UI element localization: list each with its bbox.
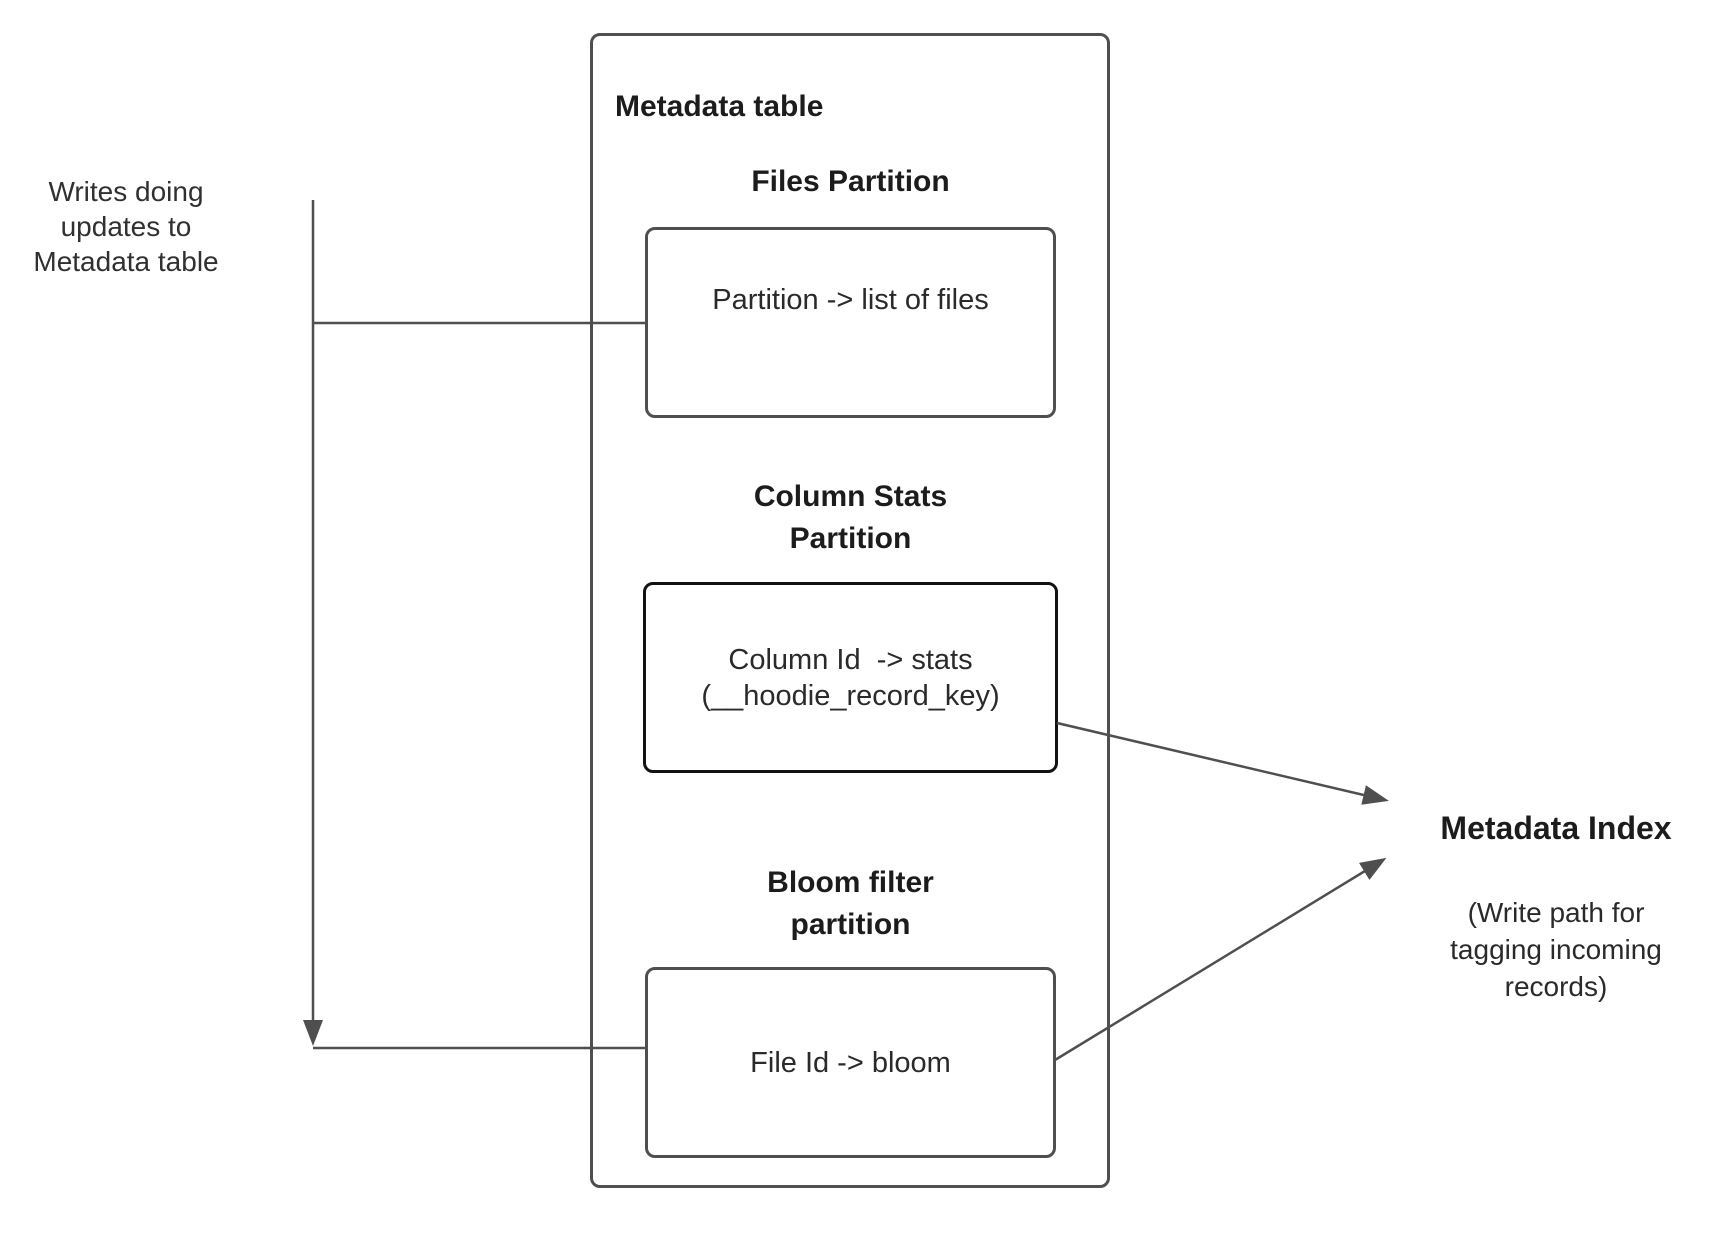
files-partition-box: Partition -> list of files (645, 227, 1056, 418)
metadata-index-title: Metadata Index (1440, 810, 1672, 846)
column-stats-box-text: Column Id -> stats (__hoodie_record_key) (701, 643, 1000, 712)
files-partition-box-text: Partition -> list of files (712, 284, 989, 316)
bloom-filter-box: File Id -> bloom (645, 967, 1056, 1158)
metadata-table-title: Metadata table (615, 90, 824, 123)
metadata-index-subtitle: (Write path for tagging incoming records… (1450, 897, 1662, 1002)
bloom-filter-box-text: File Id -> bloom (750, 1046, 951, 1079)
column-stats-partition-heading: Column Stats Partition (753, 480, 948, 555)
column-stats-box: Column Id -> stats (__hoodie_record_key) (643, 582, 1058, 773)
metadata-table-box (590, 33, 1110, 1188)
bloom-filter-partition-heading: Bloom filter partition (767, 866, 934, 941)
writes-updates-note: Writes doing updates to Metadata table (33, 176, 219, 277)
files-partition-heading: Files Partition (751, 165, 950, 198)
